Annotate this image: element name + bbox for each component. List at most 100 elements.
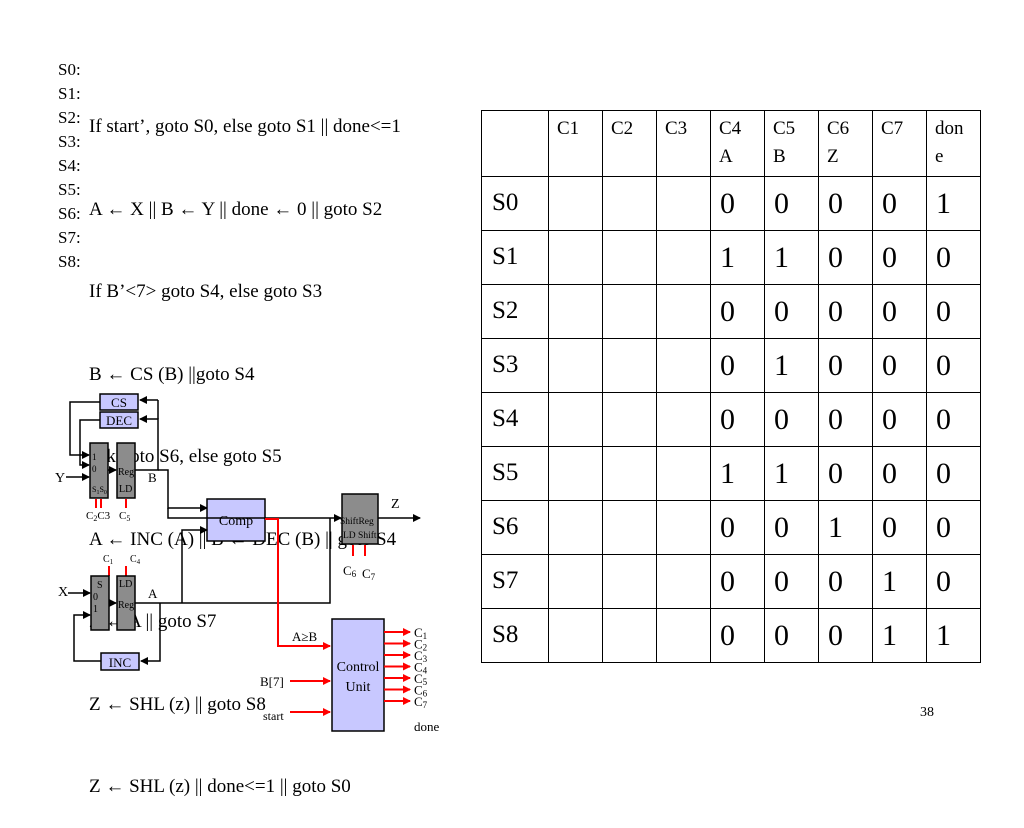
reg-b-output-label: B — [148, 470, 157, 485]
control-output-label: C4 — [414, 660, 428, 676]
signal-cell: 0 — [710, 392, 765, 447]
control-unit-label2: Unit — [346, 680, 371, 695]
state-labels: S0: S1: S2: S3: S4: S5: S6: S7: S8: — [58, 58, 81, 274]
code-line: If B’<7> goto S4, else goto S3 — [89, 281, 323, 302]
signal-cell — [548, 554, 603, 609]
control-output-label: C6 — [414, 683, 428, 699]
signal-cell — [656, 608, 711, 663]
signal-cell: 0 — [710, 338, 765, 393]
control-output-label: C1 — [414, 625, 427, 641]
control-unit — [331, 618, 385, 732]
done-output-label: done — [414, 719, 440, 734]
column-header: C1 — [548, 110, 603, 177]
signal-cell: 1 — [926, 608, 981, 663]
state-label: S7: — [58, 228, 81, 247]
mux-a-in0: 0 — [93, 592, 98, 603]
shiftreg-controls: LD Shift — [343, 530, 377, 541]
cs-label: CS — [111, 395, 127, 410]
signal-cell: 0 — [872, 446, 927, 501]
state-label: S3: — [58, 132, 81, 151]
table-corner — [481, 110, 549, 177]
state-label: S5: — [58, 180, 81, 199]
signal-cell: 0 — [710, 284, 765, 339]
signal-cell: 0 — [926, 392, 981, 447]
signal-cell: 1 — [926, 176, 981, 231]
signal-cell: 0 — [764, 284, 819, 339]
code-line: If k goto S6, else goto S5 — [89, 446, 282, 467]
dec-label: DEC — [106, 413, 132, 428]
signal-cell: 0 — [764, 176, 819, 231]
signal-cell — [602, 392, 657, 447]
state-label: S2: — [58, 108, 81, 127]
state-label: S6: — [58, 204, 81, 223]
mux-b-sel: S1S0 — [92, 485, 107, 496]
reg-a-label: Reg — [118, 600, 134, 611]
signal-cell: 0 — [818, 230, 873, 285]
signal-cell — [656, 176, 711, 231]
state-cell: S7 — [481, 554, 549, 609]
signal-cell: 0 — [710, 608, 765, 663]
mux-b-in0: 0 — [92, 464, 97, 474]
signal-cell: 1 — [764, 230, 819, 285]
signal-cell — [602, 500, 657, 555]
signal-cell: 0 — [764, 392, 819, 447]
signal-cell: 0 — [872, 500, 927, 555]
c6-label: C6 — [343, 563, 357, 579]
state-cell: S1 — [481, 230, 549, 285]
signal-cell — [656, 284, 711, 339]
state-label: S4: — [58, 156, 81, 175]
signal-cell: 0 — [818, 554, 873, 609]
signal-cell: 1 — [872, 554, 927, 609]
mux-a-sel: S — [97, 580, 103, 591]
datapath-diagram: CS DEC 1 0 S1S0 Reg LD Y B C2C3 C5 Comp … — [55, 393, 440, 734]
c1-label: C1 — [103, 554, 114, 566]
code-line: If start’, goto S0, else goto S1 || done… — [89, 116, 401, 137]
inc-label: INC — [109, 655, 131, 670]
reg-b-ld: LD — [119, 484, 132, 495]
b7-label: B[7] — [260, 674, 284, 689]
output-z-label: Z — [391, 497, 400, 512]
c4-label: C4 — [130, 554, 141, 566]
code-line: B ← CS (B) ||goto S4 — [89, 363, 255, 385]
signal-cell — [656, 500, 711, 555]
reg-a-ld: LD — [119, 579, 132, 590]
mux-a-in1: 1 — [93, 604, 98, 615]
signal-cell: 1 — [764, 446, 819, 501]
signal-cell: 1 — [764, 338, 819, 393]
state-label: S0: — [58, 60, 81, 79]
state-label: S1: — [58, 84, 81, 103]
control-output-label: C5 — [414, 671, 428, 687]
control-output-label: C7 — [414, 694, 428, 710]
state-cell: S6 — [481, 500, 549, 555]
signal-cell: 0 — [926, 446, 981, 501]
signal-cell: 1 — [818, 500, 873, 555]
signal-cell: 0 — [818, 338, 873, 393]
c2c3-label: C2C3 — [86, 510, 111, 523]
signal-cell: 0 — [764, 500, 819, 555]
start-label: start — [263, 709, 284, 723]
control-output-label: C3 — [414, 648, 428, 664]
input-x-label: X — [58, 585, 68, 600]
signal-cell: 0 — [926, 500, 981, 555]
signal-cell: 0 — [926, 230, 981, 285]
state-cell: S8 — [481, 608, 549, 663]
signal-cell: 0 — [872, 176, 927, 231]
signal-cell: 0 — [710, 176, 765, 231]
reg-b-label: Reg — [118, 467, 134, 478]
signal-cell: 0 — [710, 500, 765, 555]
mux-b-in1: 1 — [92, 452, 97, 462]
control-unit-label1: Control — [337, 660, 380, 675]
signal-cell: 0 — [872, 230, 927, 285]
state-cell: S0 — [481, 176, 549, 231]
